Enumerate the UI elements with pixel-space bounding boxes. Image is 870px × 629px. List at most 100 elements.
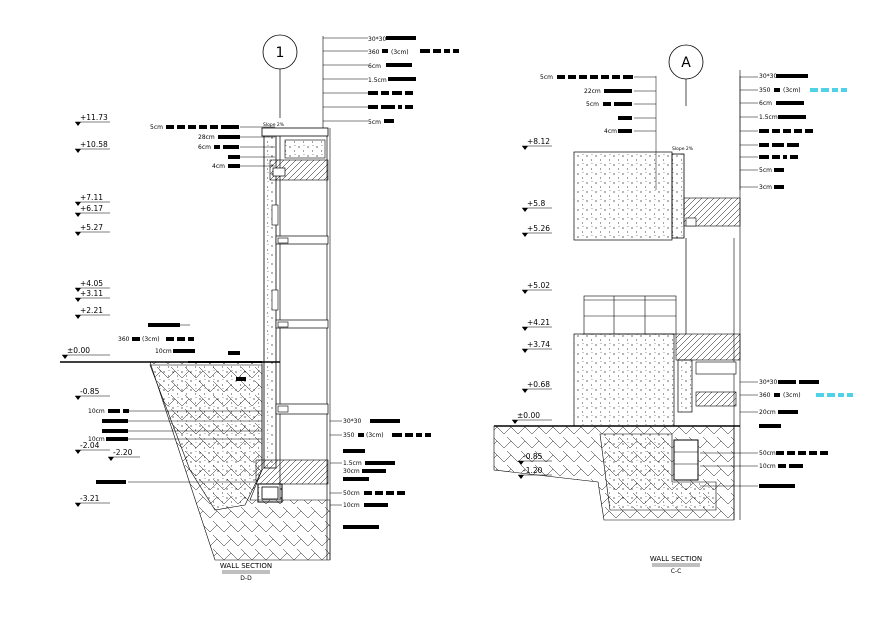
level-mark: +5.26 [522, 224, 552, 237]
note: 50cm [759, 450, 828, 457]
svg-text:50cm: 50cm [343, 490, 360, 497]
svg-text:6cm: 6cm [198, 144, 211, 151]
note: 360(3cm) [759, 392, 853, 399]
level-mark: -3.21 [75, 494, 110, 507]
svg-text:(3cm): (3cm) [783, 392, 801, 399]
note: 30cm [343, 468, 386, 475]
level-mark: +3.11 [75, 289, 110, 302]
note: 360(3cm) [323, 49, 459, 56]
note: 5cm [323, 119, 394, 126]
wall-windows [188, 204, 279, 363]
svg-text:5cm: 5cm [368, 119, 381, 126]
note: 5cm [586, 101, 656, 108]
svg-text:-0.85: -0.85 [523, 452, 543, 461]
level-mark: -2.04 [75, 441, 110, 454]
svg-text:10cm: 10cm [155, 348, 172, 355]
note [323, 91, 413, 95]
note: 5cm [150, 124, 275, 131]
svg-text:5cm: 5cm [540, 74, 553, 81]
note: 10cm [88, 436, 262, 443]
svg-text:+7.11: +7.11 [80, 193, 103, 202]
svg-text:50cm: 50cm [759, 450, 776, 457]
svg-text:10cm: 10cm [343, 502, 360, 509]
level-mark: +6.17 [75, 204, 110, 217]
svg-text:WALL SECTION: WALL SECTION [220, 562, 272, 570]
svg-text:+10.58: +10.58 [80, 140, 108, 149]
notes-bottom-right-a: 30*30 360(3cm) 20cm 50cm 10cm [700, 379, 853, 488]
note: 20cm [759, 409, 798, 416]
section-marker-label: A [681, 55, 691, 71]
section-marker-1: 1 [262, 34, 298, 118]
note: 6cm [759, 100, 804, 107]
note: 350(3cm) [759, 87, 847, 94]
svg-text:5cm: 5cm [759, 167, 772, 174]
svg-text:-0.85: -0.85 [80, 387, 100, 396]
note: 3cm [759, 184, 784, 191]
level-mark: +5.27 [75, 223, 110, 236]
svg-text:1.5cm: 1.5cm [343, 460, 362, 467]
note: 1.5cm [759, 114, 806, 121]
svg-text:+6.17: +6.17 [80, 204, 103, 213]
note: 10cm [759, 463, 803, 470]
svg-text:4cm: 4cm [604, 128, 617, 135]
notes-left-a: Slope 2% 5cm 22cm 5cm 4cm [540, 74, 694, 152]
ground-soil-a [493, 425, 740, 521]
section-d-d: 1 [60, 34, 459, 582]
svg-text:350: 350 [759, 87, 771, 94]
svg-text:30*30: 30*30 [343, 418, 361, 425]
note: 22cm [584, 88, 656, 95]
level-mark: -1.20 [518, 466, 552, 479]
notes-bottom-right-1: 30*30 350 (3cm) 1.5cm 30cm 50cm 10cm [330, 418, 431, 529]
svg-text:5cm: 5cm [150, 124, 163, 131]
section-c-c: A [493, 44, 853, 575]
level-mark: +2.21 [75, 306, 110, 319]
svg-text:+4.21: +4.21 [527, 318, 550, 327]
note: 1.5cm [323, 77, 416, 84]
note: 30*30 [759, 73, 808, 80]
note [148, 323, 190, 327]
note: 1.5cm [343, 460, 395, 467]
note: 30*30 [343, 418, 400, 425]
svg-text:+0.68: +0.68 [527, 380, 550, 389]
svg-text:10cm: 10cm [88, 408, 105, 415]
note: 350 (3cm) [343, 432, 431, 439]
level-mark: -0.85 [518, 452, 552, 465]
svg-text:28cm: 28cm [198, 134, 215, 141]
svg-text:WALL SECTION: WALL SECTION [650, 555, 702, 563]
note: 28cm [198, 134, 275, 141]
svg-text:4cm: 4cm [212, 163, 225, 170]
svg-text:+5.26: +5.26 [527, 224, 550, 233]
svg-text:(3cm): (3cm) [142, 336, 160, 343]
note [323, 105, 413, 109]
section-marker-label: 1 [276, 45, 285, 61]
level-markers-left: +11.73 +10.58 +7.11 +6.17 +5.27 +4.05 +3… [62, 113, 140, 507]
level-mark: -2.20 [108, 448, 140, 461]
notes-top-right-a: 30*30 350(3cm) 6cm 1.5cm 5cm 5cm 3cm [739, 73, 847, 191]
svg-text:6cm: 6cm [368, 63, 381, 70]
svg-text:+2.21: +2.21 [80, 306, 103, 315]
section-title-a: WALL SECTION C-C [650, 555, 702, 575]
svg-text:350: 350 [343, 432, 355, 439]
svg-text:Slope 2%: Slope 2% [263, 122, 285, 128]
svg-text:1.5cm: 1.5cm [759, 114, 778, 121]
svg-text:10cm: 10cm [88, 436, 105, 443]
notes-left-1: Slope 2% 5cm 28cm 6cm 4cm 360(3cm) 10cm … [88, 122, 285, 484]
level-mark: +5.02 [522, 281, 552, 294]
svg-text:+3.74: +3.74 [527, 340, 550, 349]
level-mark: +5.8 [522, 199, 552, 212]
level-mark: +4.21 [522, 318, 552, 331]
svg-text:1.5cm: 1.5cm [368, 77, 387, 84]
note: 50cm [343, 490, 405, 497]
svg-text:+5.02: +5.02 [527, 281, 550, 290]
svg-text:30*30: 30*30 [368, 36, 386, 43]
note [228, 155, 275, 159]
svg-text:(3cm): (3cm) [366, 432, 384, 439]
svg-text:6cm: 6cm [759, 100, 772, 107]
level-mark: +7.11 [75, 193, 110, 206]
svg-text:360: 360 [118, 336, 130, 343]
section-title-1: WALL SECTION D-D [220, 562, 272, 582]
note: 4cm [212, 163, 275, 170]
svg-text:20cm: 20cm [759, 409, 776, 416]
svg-text:3cm: 3cm [759, 184, 772, 191]
